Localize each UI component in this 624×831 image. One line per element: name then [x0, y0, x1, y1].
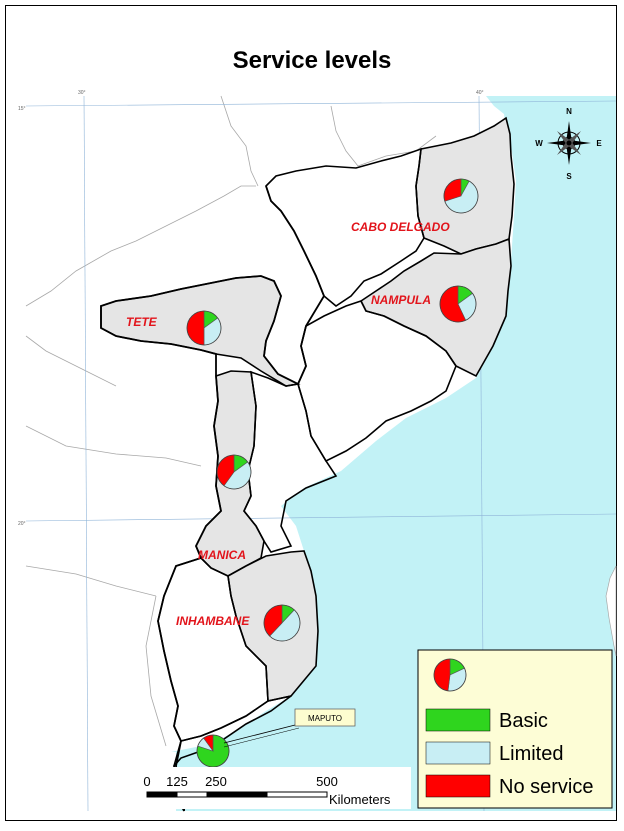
pie-tete	[186, 310, 222, 346]
legend-swatch-limited	[425, 741, 491, 765]
madagascar	[605, 565, 617, 657]
province-label-inhambane: INHAMBANE	[176, 614, 250, 628]
scale-tick-125: 125	[166, 774, 188, 789]
legend-pie-outline	[433, 658, 467, 692]
scale-bar: 0 125 250 500 Kilometers	[141, 767, 411, 809]
pie-manica	[216, 454, 252, 490]
scale-unit-label: Kilometers	[329, 792, 391, 807]
map-frame: 30° 40° 15° 20° Service levels CABO DELG…	[5, 5, 617, 821]
graticule-lon-30: 30°	[78, 90, 86, 96]
pie-charts	[186, 178, 479, 768]
country-border	[100, 185, 326, 812]
maputo-callout-leader	[223, 723, 300, 744]
pie-maputo	[196, 734, 230, 768]
graticule-lon-40: 40°	[476, 90, 484, 96]
province-label-tete: TETE	[126, 315, 158, 329]
pie-cabo-delgado-outline	[443, 178, 479, 214]
legend-label-no-service: No service	[499, 776, 593, 798]
province-label-manica: MANICA	[198, 548, 246, 562]
legend-pie-icon	[433, 658, 467, 692]
legend-label-limited: Limited	[499, 743, 563, 765]
pie-cabo-delgado	[443, 178, 479, 214]
legend-swatch-no-service	[425, 774, 491, 798]
compass-w-label: W	[535, 139, 543, 148]
province-label-cabo-delgado: CABO DELGADO	[351, 220, 450, 234]
graticule-lat-20: 20°	[18, 521, 26, 527]
scale-tick-500: 500	[316, 774, 338, 789]
pie-tete-outline	[186, 310, 222, 346]
pie-inhambane	[263, 604, 301, 642]
maputo-callout-leader-2	[223, 727, 300, 748]
legend: Basic Limited No service	[417, 649, 613, 809]
province-label-nampula: NAMPULA	[371, 293, 431, 307]
legend-swatch-basic	[425, 708, 491, 732]
compass-n-label: N	[566, 107, 572, 116]
compass-rose-icon	[547, 121, 591, 165]
pie-nampula-outline	[439, 285, 477, 323]
scale-tick-250: 250	[205, 774, 227, 789]
graticule-lat-15: 15°	[18, 106, 26, 112]
compass-s-label: S	[566, 172, 572, 181]
scale-tick-0: 0	[143, 774, 150, 789]
map-title: Service levels	[233, 47, 392, 74]
map-canvas: 30° 40° 15° 20° Service levels CABO DELG…	[18, 47, 617, 812]
pie-nampula	[439, 285, 477, 323]
land-area	[26, 96, 516, 752]
pie-manica-outline	[216, 454, 252, 490]
pie-inhambane-outline	[263, 604, 301, 642]
maputo-callout-box	[294, 708, 356, 727]
legend-label-basic: Basic	[499, 710, 548, 732]
neighbor-borders	[25, 95, 437, 747]
maputo-callout-label: MAPUTO	[308, 714, 342, 723]
compass-e-label: E	[596, 139, 602, 148]
